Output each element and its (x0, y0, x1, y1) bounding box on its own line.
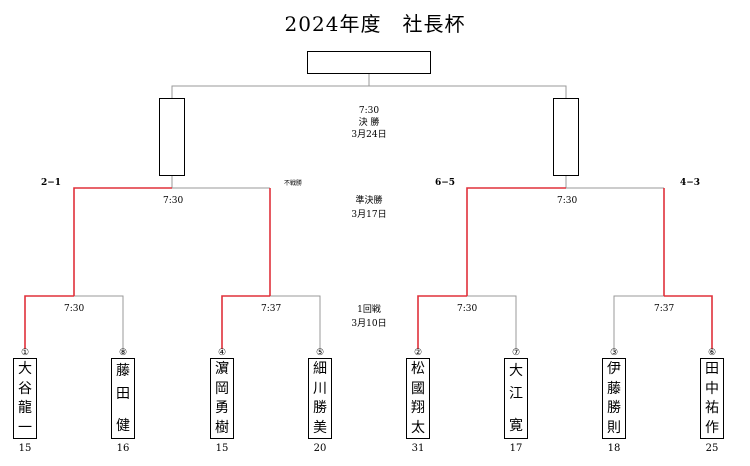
semi-right-time: 7:30 (557, 196, 578, 206)
r1-m4-winner-path (664, 295, 713, 349)
seed-mark: ② (413, 348, 423, 358)
player-number: 18 (607, 443, 621, 454)
r1-m2-winner-path (221, 295, 270, 349)
red-lines (24, 187, 713, 349)
seed-mark: ⑧ (118, 348, 128, 358)
name-char: 藤 (607, 380, 621, 397)
name-char: 祐 (705, 400, 719, 417)
r1-m1-loser-leg (74, 295, 124, 349)
page-title: 2024年度 社長杯 (284, 12, 466, 36)
final-date: 3月24日 (351, 130, 387, 140)
name-char: 美 (313, 420, 327, 437)
score-right: 4−3 (680, 178, 701, 188)
r1-m4-loser-leg (613, 295, 664, 349)
player-box: 大 江 寛 (504, 358, 528, 439)
player-number: 17 (509, 443, 523, 454)
name-char: 則 (607, 420, 621, 437)
name-char: 大 (509, 362, 523, 379)
final-connector (171, 85, 567, 98)
seed-mark: ③ (609, 348, 619, 358)
seed-mark: ⑦ (511, 348, 521, 358)
name-char: 寛 (509, 418, 523, 435)
seed-mark: ④ (217, 348, 227, 358)
name-char: 龍 (18, 400, 32, 417)
semi-date: 3月17日 (351, 210, 387, 220)
name-char: 翔 (411, 400, 425, 417)
player-box: 藤 田 健 (111, 358, 135, 439)
gray-lines (74, 73, 664, 349)
name-char: 細 (313, 360, 327, 377)
name-char: 濵 (215, 360, 229, 377)
name-char: 勇 (215, 400, 229, 417)
semi-label: 準決勝 (355, 196, 383, 206)
r1-m3-winner-path (417, 295, 467, 349)
final-label: 決 勝 (358, 118, 380, 128)
player-box: 伊 藤 勝 則 (602, 358, 626, 439)
first-round-label: 1回戦 (357, 305, 381, 315)
name-char: 藤 (116, 362, 130, 379)
score-mid: 6−5 (435, 178, 456, 188)
r1-m3-loser-leg (467, 295, 517, 349)
final-time: 7:30 (358, 106, 380, 116)
name-char: 谷 (18, 380, 32, 397)
player-number: 20 (313, 443, 327, 454)
seed-mark: ⑤ (315, 348, 325, 358)
name-char: 太 (411, 420, 425, 437)
r1-m2-time: 7:37 (261, 304, 282, 314)
name-char: 中 (705, 380, 719, 397)
player-box: 松 國 翔 太 (406, 358, 430, 439)
player-number: 15 (18, 443, 32, 454)
r1-m3-time: 7:30 (457, 304, 478, 314)
semi-right-winner-path (466, 187, 566, 296)
player-box: 田 中 祐 作 (700, 358, 724, 439)
champion-box (307, 51, 431, 74)
r1-m1-winner-path (24, 295, 74, 349)
name-char: 樹 (215, 420, 229, 437)
walkover-note: 不戦勝 (284, 180, 303, 187)
name-char: 松 (411, 360, 425, 377)
r1-m4-time: 7:37 (654, 304, 675, 314)
r1-m2-loser-leg (270, 295, 321, 349)
finalist-right-box (553, 98, 579, 176)
name-char: 江 (509, 385, 523, 402)
first-round-date: 3月10日 (351, 319, 387, 329)
player-box: 濵 岡 勇 樹 (210, 358, 234, 439)
name-char: 國 (411, 380, 425, 397)
player-number: 15 (215, 443, 229, 454)
semi-left-time: 7:30 (163, 196, 184, 206)
player-number: 16 (116, 443, 130, 454)
seed-mark: ① (20, 348, 30, 358)
player-number: 25 (705, 443, 719, 454)
player-box: 大 谷 龍 一 (13, 358, 37, 439)
name-char: 勝 (313, 400, 327, 417)
player-number: 31 (411, 443, 425, 454)
score-left: 2−1 (41, 178, 62, 188)
seed-mark: ⑥ (707, 348, 717, 358)
semi-left-winner-path (73, 187, 172, 296)
name-char: 勝 (607, 400, 621, 417)
name-char: 一 (18, 420, 32, 437)
name-char: 健 (116, 418, 130, 435)
name-char: 田 (116, 385, 130, 402)
name-char: 川 (313, 380, 327, 397)
player-box: 細 川 勝 美 (308, 358, 332, 439)
name-char: 岡 (215, 380, 229, 397)
name-char: 田 (705, 360, 719, 377)
r1-m1-time: 7:30 (64, 304, 85, 314)
finalist-left-box (159, 98, 185, 176)
name-char: 大 (18, 360, 32, 377)
name-char: 伊 (607, 360, 621, 377)
name-char: 作 (705, 420, 719, 437)
